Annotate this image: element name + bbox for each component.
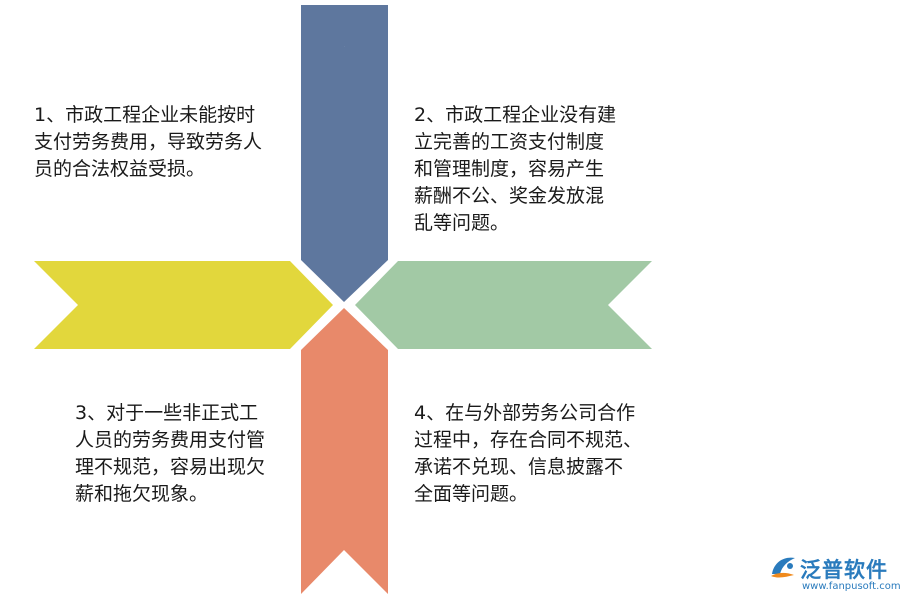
note-line: 全面等问题。 — [414, 483, 529, 505]
note-line: 承诺不兑现、信息披露不 — [414, 456, 624, 478]
note-line: 过程中，存在合同不规范、 — [414, 429, 643, 451]
note-3-text: 3、对于一些非正式工 人员的劳务费用支付管 理不规范，容易出现欠 薪和拖欠现象。 — [75, 400, 305, 508]
fanpu-logo: 泛普软件 www.fanpusoft.com — [768, 552, 900, 598]
right-chevron-arrow — [355, 261, 652, 349]
note-line: 1、市政工程企业未能按时 — [34, 104, 256, 126]
logo-url: www.fanpusoft.com — [802, 581, 900, 592]
bottom-chevron-arrow — [301, 308, 388, 594]
note-line: 立完善的工资支付制度 — [414, 131, 605, 153]
note-2-text: 2、市政工程企业没有建 立完善的工资支付制度 和管理制度，容易产生 薪酬不公、奖… — [414, 102, 654, 237]
note-line: 支付劳务费用，导致劳务人 — [34, 131, 263, 153]
note-line: 2、市政工程企业没有建 — [414, 104, 617, 126]
note-line: 薪和拖欠现象。 — [75, 483, 209, 505]
note-1-text: 1、市政工程企业未能按时 支付劳务费用，导致劳务人 员的合法权益受损。 — [34, 102, 294, 183]
fanpu-logo-icon — [771, 557, 795, 578]
top-chevron-arrow — [301, 5, 388, 302]
note-4-text: 4、在与外部劳务公司合作 过程中，存在合同不规范、 承诺不兑现、信息披露不 全面… — [414, 400, 674, 508]
logo-brand-name: 泛普软件 — [800, 558, 888, 582]
note-line: 人员的劳务费用支付管 — [75, 429, 266, 451]
note-line: 薪酬不公、奖金发放混 — [414, 185, 605, 207]
note-line: 和管理制度，容易产生 — [414, 158, 605, 180]
note-line: 理不规范，容易出现欠 — [75, 456, 266, 478]
left-chevron-arrow — [34, 261, 333, 349]
note-line: 乱等问题。 — [414, 212, 510, 234]
note-line: 3、对于一些非正式工 — [75, 402, 259, 424]
note-line: 员的合法权益受损。 — [34, 158, 206, 180]
note-line: 4、在与外部劳务公司合作 — [414, 402, 636, 424]
